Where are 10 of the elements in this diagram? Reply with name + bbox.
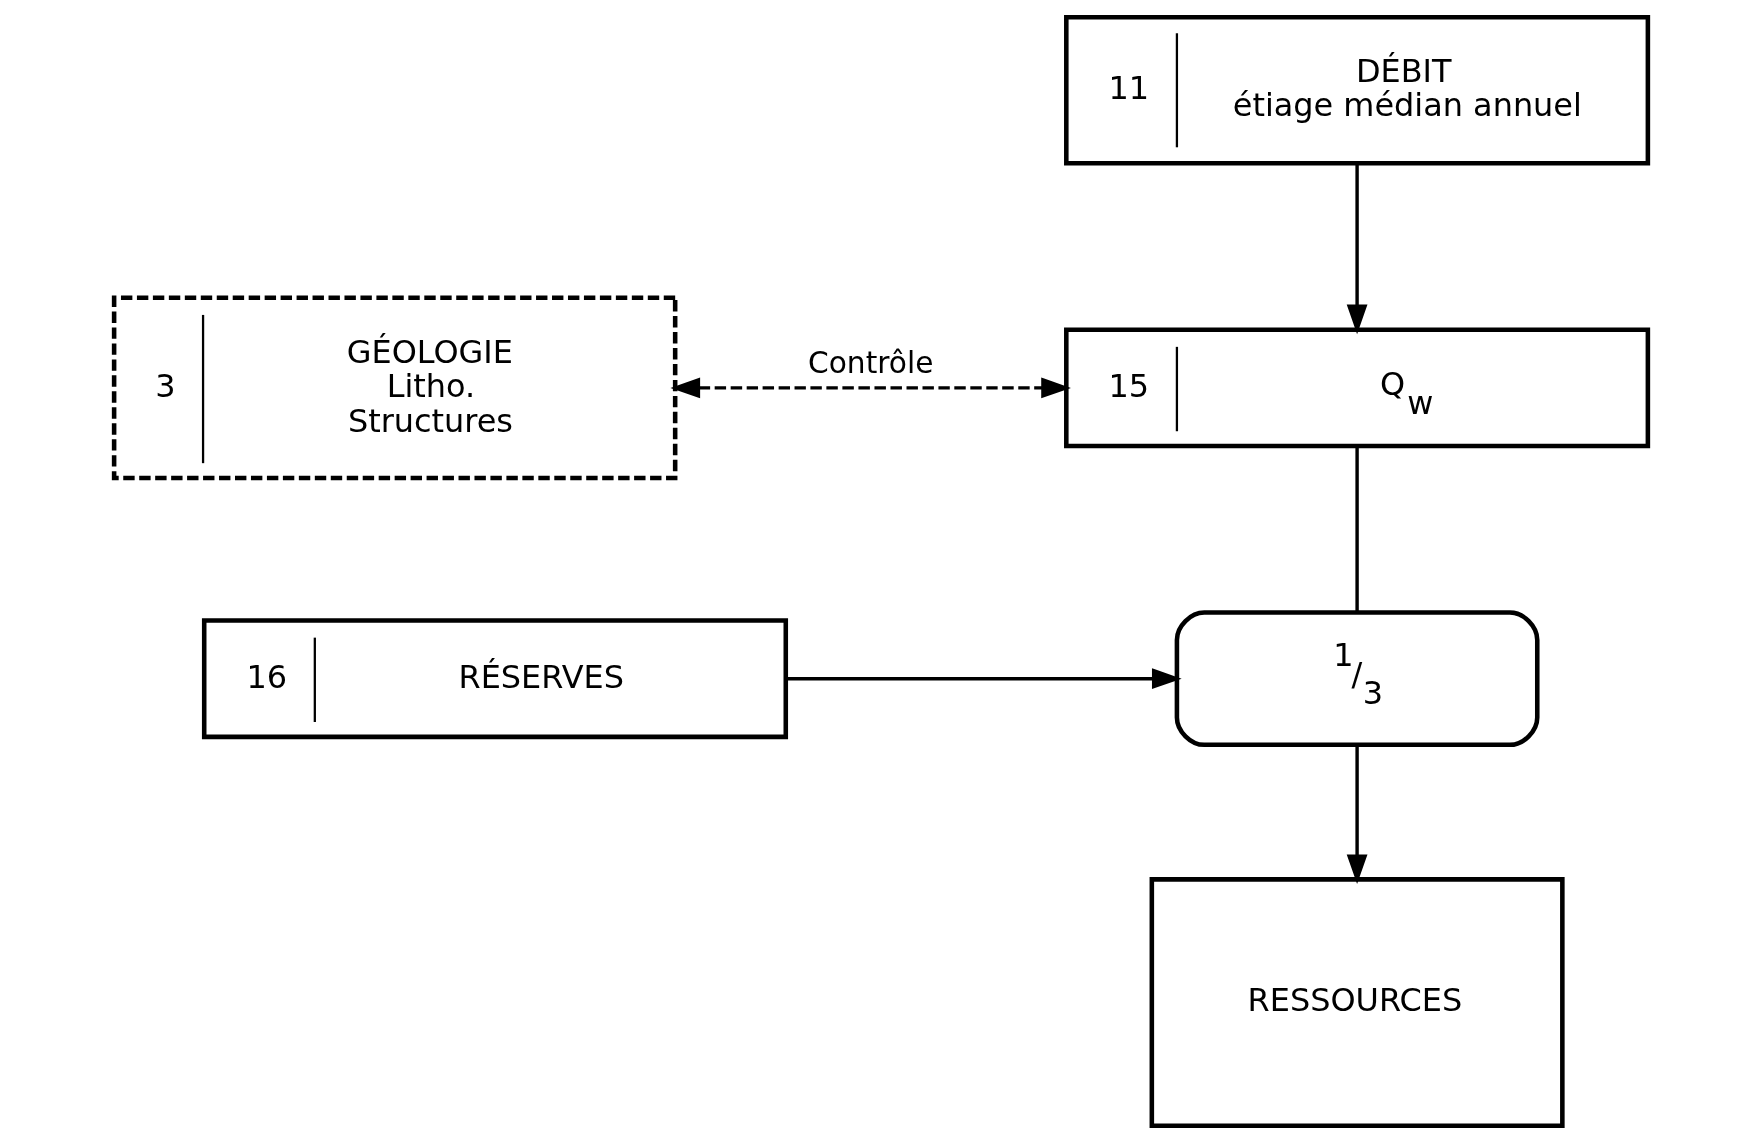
node-box: 3 GÉOLOGIE Litho. Structures — [111, 295, 678, 481]
connector — [1355, 446, 1359, 612]
edge-label: Contrôle — [808, 344, 934, 380]
node-box: RESSOURCES — [1149, 877, 1565, 1128]
node-box: 11 DÉBIT étiage médian annuel — [1064, 15, 1651, 166]
arrow — [1346, 745, 1368, 885]
arrow — [786, 668, 1182, 690]
node-box: 16 RÉSERVES — [201, 618, 789, 740]
arrow — [670, 377, 1071, 399]
arrow — [1346, 163, 1368, 335]
